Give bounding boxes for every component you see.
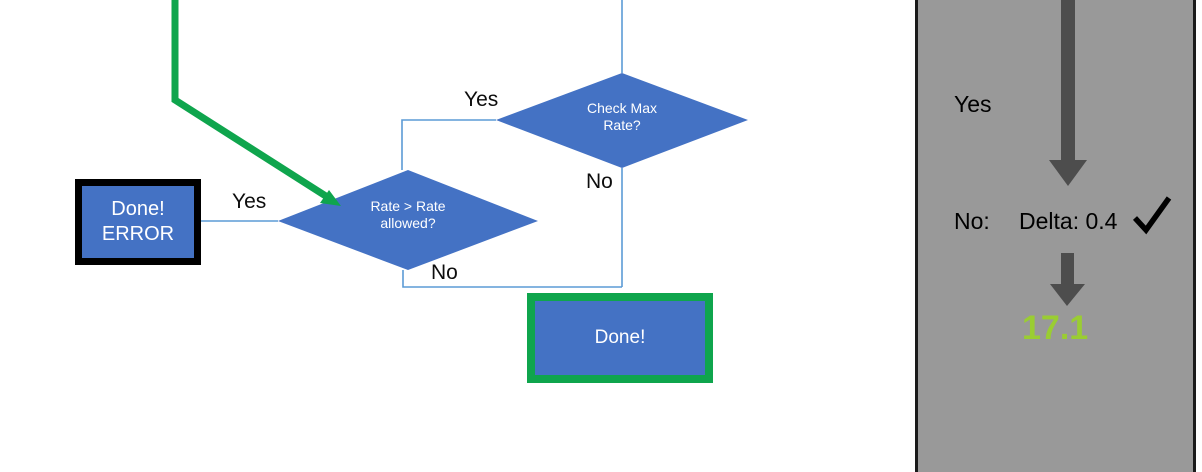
short-down-arrow-icon (1050, 253, 1085, 306)
flowchart-canvas: Check Max Rate? Rate > Rate allowed? Don… (75, 0, 748, 383)
decision-check-max-rate-shape[interactable] (496, 73, 748, 168)
panel-result-value: 17.1 (1022, 309, 1089, 347)
process-done-box[interactable]: Done! (527, 293, 713, 383)
edge-label-yes-to-done-error: Yes (232, 190, 267, 213)
process-done-error-box[interactable]: Done! ERROR (75, 179, 201, 265)
edge-label-no-from-check-max: No (586, 170, 613, 193)
panel-no-label: No: (954, 208, 990, 234)
decision-rate-gt-allowed-shape[interactable] (278, 170, 538, 270)
long-down-arrow-icon (1049, 0, 1087, 186)
edge-label-no-to-done: No (431, 261, 458, 284)
panel-yes-label: Yes (954, 91, 992, 117)
checkmark-icon (1132, 196, 1172, 235)
connector-no-rate-to-done (402, 270, 622, 288)
connector-yes-check-to-rate (401, 119, 496, 170)
panel-arrows-layer (1049, 0, 1087, 306)
edge-label-yes-to-rate-check: Yes (464, 88, 499, 111)
green-highlight-arrowhead (320, 190, 341, 206)
panel-delta-value: Delta: 0.4 (1019, 208, 1118, 234)
gray-side-panel: Yes No: Delta: 0.4 17.1 (915, 0, 1196, 472)
green-highlight-path (171, 0, 334, 203)
flowchart-connectors-layer (171, 0, 748, 288)
